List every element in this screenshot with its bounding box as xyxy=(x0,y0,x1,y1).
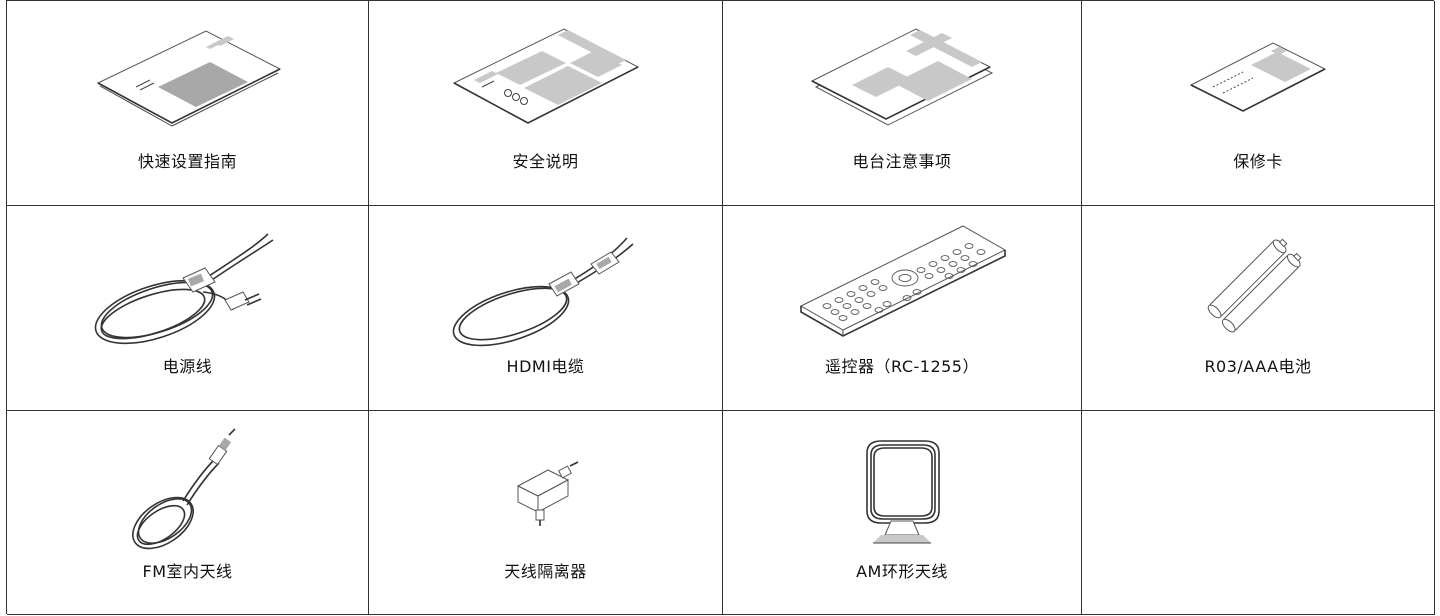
accessory-cell-hdmi-cable: HDMI电缆 xyxy=(369,206,723,411)
accessory-cell-quick-setup-guide: 快速设置指南 xyxy=(7,1,369,206)
accessories-grid: 快速设置指南 安全说明 xyxy=(6,0,1435,615)
warranty-card-icon xyxy=(1189,42,1327,112)
accessory-cell-fm-antenna: FM室内天线 xyxy=(7,411,369,615)
accessory-label: FM室内天线 xyxy=(142,562,233,581)
antenna-isolator-icon xyxy=(516,461,578,526)
accessory-cell-batteries: R03/AAA电池 xyxy=(1082,206,1435,411)
accessory-label: 天线隔离器 xyxy=(504,562,587,581)
batteries-icon xyxy=(1207,238,1302,333)
accessory-label: 安全说明 xyxy=(512,152,579,171)
accessory-label: 保修卡 xyxy=(1233,152,1283,171)
am-loop-antenna-icon xyxy=(866,440,940,544)
safety-instructions-icon xyxy=(452,28,639,124)
hdmi-cable-icon xyxy=(452,237,634,347)
fm-antenna-icon xyxy=(131,428,236,550)
quick-setup-guide-icon xyxy=(96,30,281,127)
accessory-label: 电台注意事项 xyxy=(852,152,952,171)
accessory-cell-remote-control: 遥控器（RC-1255） xyxy=(723,206,1082,411)
accessory-label: R03/AAA电池 xyxy=(1204,357,1312,376)
accessory-label: 快速设置指南 xyxy=(137,152,237,171)
accessory-cell-empty xyxy=(1082,411,1435,615)
accessory-cell-antenna-isolator: 天线隔离器 xyxy=(369,411,723,615)
accessory-cell-power-cord: 电源线 xyxy=(7,206,369,411)
accessory-cell-am-loop-antenna: AM环形天线 xyxy=(723,411,1082,615)
accessory-label: 电源线 xyxy=(162,357,213,376)
power-cord-icon xyxy=(94,233,273,345)
accessory-cell-safety-instructions: 安全说明 xyxy=(369,1,723,206)
accessory-label: 遥控器（RC-1255） xyxy=(825,357,979,376)
accessory-label: HDMI电缆 xyxy=(506,357,585,376)
accessory-cell-warranty-card: 保修卡 xyxy=(1082,1,1435,206)
remote-control-icon xyxy=(799,225,1007,337)
accessory-label: AM环形天线 xyxy=(856,562,948,581)
radio-notes-icon xyxy=(810,28,994,126)
accessory-cell-radio-notes: 电台注意事项 xyxy=(723,1,1082,206)
